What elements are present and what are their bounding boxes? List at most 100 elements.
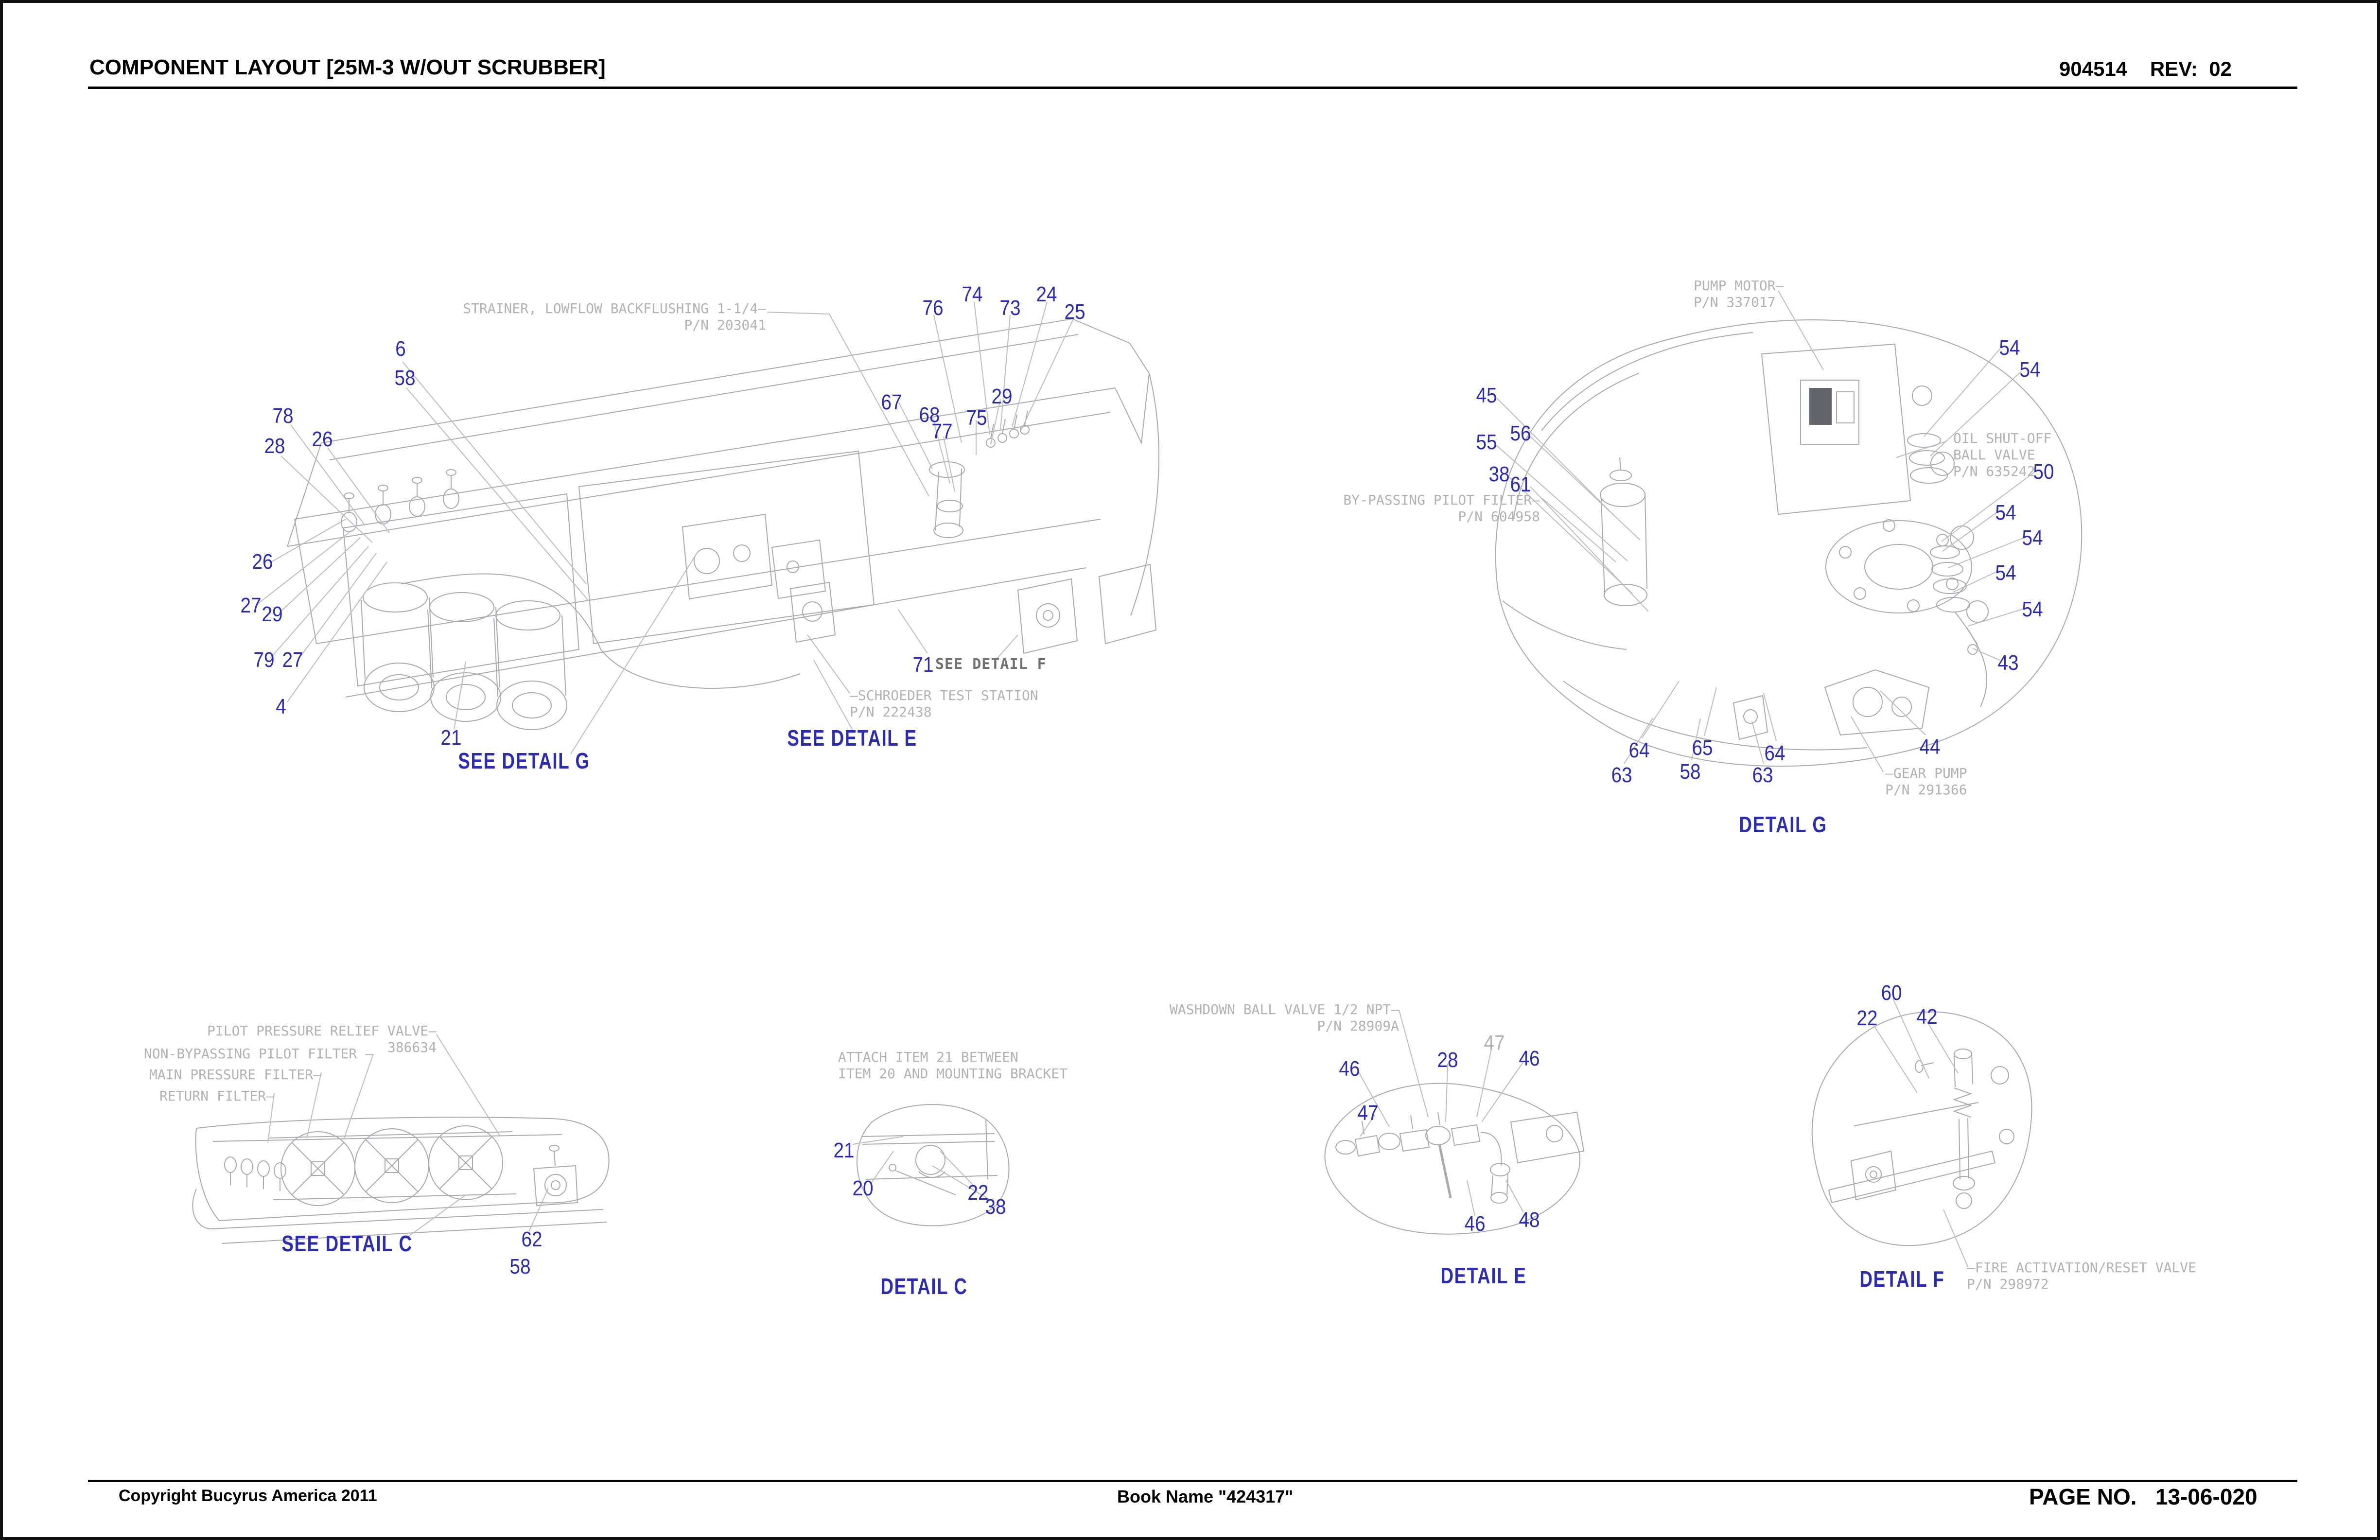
annotation-text: PUMP MOTOR— P/N 337017 [1694, 278, 1784, 310]
callout-number: 56 [1510, 421, 1531, 445]
callout-number: 77 [931, 420, 953, 443]
callout-number: 20 [852, 1176, 874, 1200]
detail-title: DETAIL E [1440, 1263, 1527, 1288]
header-rule [88, 87, 2297, 89]
page-title: COMPONENT LAYOUT [25M-3 W/OUT SCRUBBER] [89, 55, 606, 79]
callout-number: 58 [509, 1255, 531, 1278]
annotation-text: —SCHROEDER TEST STATION P/N 222438 [850, 687, 1038, 720]
see-detail-link: SEE DETAIL E [787, 725, 917, 751]
callout-number: 71 [912, 653, 934, 677]
technical-drawing-canvas [192, 290, 2082, 1267]
callout-number: 29 [991, 385, 1013, 408]
leader-lines [256, 290, 2034, 1267]
annotation-text: RETURN FILTER— [159, 1088, 274, 1104]
callout-number: 55 [1476, 430, 1497, 454]
callout-number: 65 [1692, 736, 1713, 760]
rev-value: 02 [2209, 57, 2232, 80]
callout-number: 68 [919, 403, 940, 427]
detail-f-drawing [1811, 1011, 2032, 1246]
callout-number: 22 [1856, 1006, 1878, 1030]
detail-title: DETAIL G [1739, 812, 1827, 837]
see-detail-link: SEE DETAIL G [458, 748, 590, 773]
callout-number: 43 [1997, 651, 2019, 675]
copyright-text: Copyright Bucyrus America 2011 [119, 1487, 377, 1505]
annotation-text: OIL SHUT-OFF BALL VALVE P/N 635242 [1953, 430, 2052, 479]
callout-number: 54 [1995, 561, 2016, 585]
callout-number: 46 [1519, 1047, 1540, 1070]
callout-number: 4 [276, 695, 286, 718]
callout-number: 6 [395, 337, 406, 361]
detail-c-drawing [856, 1104, 1010, 1226]
callout-number: 28 [264, 434, 285, 458]
callout-number: 48 [1519, 1208, 1540, 1232]
callout-number: 50 [2033, 460, 2054, 484]
callout-number: 63 [1611, 763, 1632, 787]
detail-title: DETAIL C [880, 1274, 968, 1299]
callout-number: 58 [1680, 760, 1701, 784]
callout-number: 54 [2022, 526, 2043, 550]
callout-number: 58 [394, 366, 416, 390]
rev-label: REV: [2150, 57, 2198, 80]
callout-number: 54 [1995, 501, 2016, 525]
callout-number: 21 [833, 1138, 855, 1162]
callout-number: 78 [272, 404, 294, 428]
callout-number: 79 [253, 648, 275, 672]
detail-title: DETAIL F [1859, 1266, 1945, 1292]
footer-rule [88, 1480, 2297, 1482]
callout-number: 67 [881, 390, 902, 414]
see-detail-link: SEE DETAIL C [281, 1231, 413, 1256]
callout-number: 73 [999, 296, 1021, 320]
callout-number: 27 [240, 594, 262, 617]
doc-number-value: 904514 [2059, 57, 2128, 80]
page-number-value: 13-06-020 [2155, 1484, 2258, 1509]
callout-number: 28 [1437, 1048, 1458, 1072]
page-number-label: PAGE NO. [2029, 1484, 2137, 1509]
callout-number: 38 [985, 1195, 1006, 1219]
callout-number: 47 [1357, 1101, 1379, 1125]
page-number: PAGE NO. 13-06-020 [2029, 1484, 2258, 1510]
filter-assembly-drawing [192, 1117, 610, 1244]
callout-number: 27 [282, 648, 303, 672]
callout-number: 63 [1752, 763, 1773, 787]
callout-number: 54 [2019, 358, 2041, 382]
callout-number: 61 [1510, 472, 1531, 496]
callout-number: 74 [962, 282, 983, 306]
detail-g-drawing [1495, 319, 2082, 767]
document-number: 904514 REV: 02 [2059, 57, 2232, 81]
annotation-text: PILOT PRESSURE RELIEF VALVE— 386634 [207, 1023, 437, 1055]
book-name-text: Book Name "424317" [1117, 1487, 1294, 1506]
callout-number: 76 [922, 296, 944, 320]
callout-number: 24 [1036, 282, 1057, 306]
callout-number: 26 [252, 550, 273, 574]
annotation-text: STRAINER, LOWFLOW BACKFLUSHING 1-1/4— P/… [463, 300, 766, 333]
callout-number: 38 [1488, 462, 1510, 486]
annotation-text: BY-PASSING PILOT FILTER— P/N 604958 [1343, 492, 1540, 525]
callout-number: 75 [966, 406, 987, 430]
annotation-text: SEE DETAIL F [935, 656, 1047, 673]
callout-number: 42 [1916, 1005, 1938, 1029]
annotation-text: NON-BYPASSING PILOT FILTER — [143, 1046, 373, 1062]
callout-number: 21 [440, 726, 462, 750]
callout-number: 46 [1464, 1212, 1486, 1236]
callout-number: 22 [967, 1181, 989, 1205]
callout-number: 60 [1881, 981, 1902, 1005]
callout-number: 54 [2022, 597, 2043, 621]
main-assembly-drawing [287, 318, 1159, 730]
callout-number: 64 [1764, 741, 1785, 765]
detail-e-drawing [1324, 1083, 1585, 1235]
callout-number: 64 [1628, 738, 1650, 762]
callout-number: 26 [312, 427, 333, 451]
callout-number: 46 [1339, 1057, 1360, 1081]
callout-number: 25 [1064, 300, 1085, 324]
annotation-text: MAIN PRESSURE FILTER— [149, 1067, 321, 1083]
annotation-text: WASHDOWN BALL VALVE 1/2 NPT— P/N 28909A [1169, 1001, 1399, 1034]
callout-number: 62 [521, 1227, 542, 1251]
callout-number: 54 [1999, 336, 2020, 360]
callout-number: 45 [1476, 384, 1497, 407]
annotation-text: —GEAR PUMP P/N 291366 [1885, 765, 1967, 798]
annotation-text: ATTACH ITEM 21 BETWEEN ITEM 20 AND MOUNT… [838, 1049, 1068, 1082]
callout-number: 29 [262, 602, 283, 626]
callout-number: 47 [1484, 1031, 1505, 1055]
callout-number: 44 [1919, 735, 1941, 759]
